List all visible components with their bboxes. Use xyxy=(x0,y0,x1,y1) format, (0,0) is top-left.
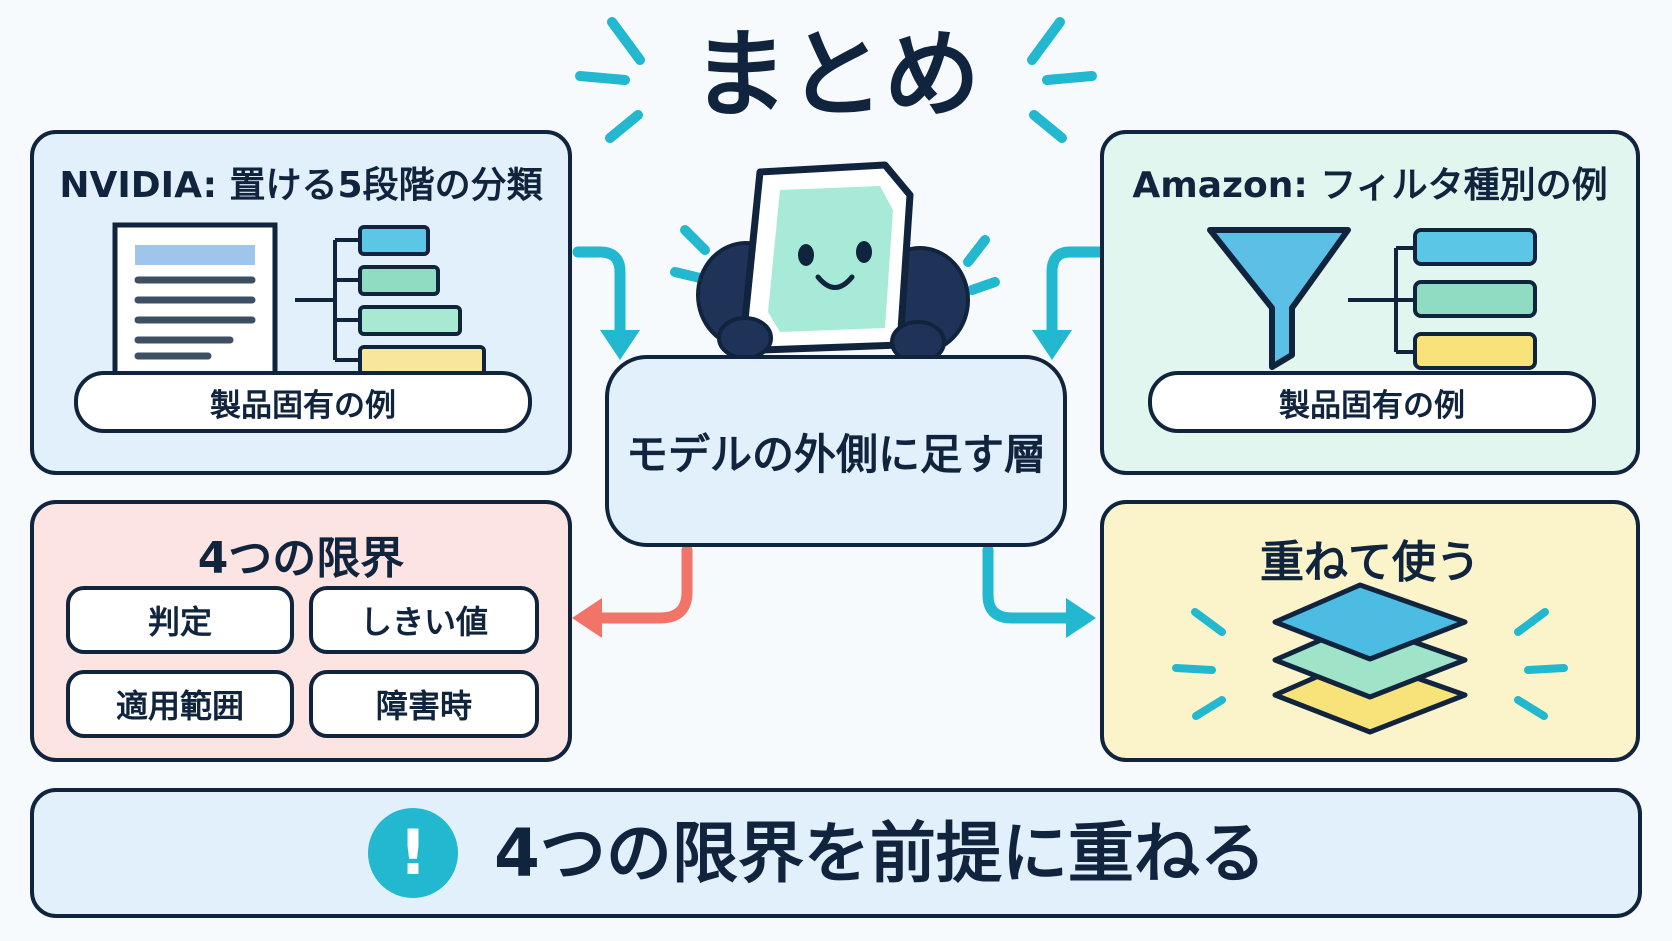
center-layer-box: モデルの外側に足す層 xyxy=(605,355,1067,547)
limits-panel: 4つの限界 判定 しきい値 適用範囲 障害時 xyxy=(30,500,572,762)
limit-item-failure: 障害時 xyxy=(309,670,539,738)
page-title: まとめ xyxy=(692,19,980,131)
stack-panel: 重ねて使う xyxy=(1100,500,1640,762)
amazon-panel: Amazon: フィルタ種別の例 製品固有の例 xyxy=(1100,130,1640,475)
amazon-example-pill: 製品固有の例 xyxy=(1148,371,1596,433)
amazon-panel-title: Amazon: フィルタ種別の例 xyxy=(1132,165,1608,206)
arrow-center-to-stack xyxy=(982,544,1074,624)
limit-item-judgement: 判定 xyxy=(66,586,294,654)
stack-panel-title: 重ねて使う xyxy=(1260,537,1480,588)
summary-banner-text: 4つの限界を前提に重ねる xyxy=(494,815,1266,892)
filter-icon xyxy=(1207,227,1537,370)
arrow-nvidia-to-center xyxy=(572,246,626,336)
nvidia-example-pill: 製品固有の例 xyxy=(74,371,532,433)
exclamation-icon: ! xyxy=(368,808,458,898)
stacked-layers-icon xyxy=(1172,582,1568,735)
arrow-center-to-limits xyxy=(594,544,693,624)
title-burst-lines xyxy=(575,17,1097,295)
limit-item-threshold: しきい値 xyxy=(309,586,539,654)
limit-item-scope: 適用範囲 xyxy=(66,670,294,738)
arrow-amazon-to-center xyxy=(1046,246,1106,336)
nvidia-panel: NVIDIA: 置ける5段階の分類 製品固有の例 xyxy=(30,130,572,475)
document-hierarchy-icon xyxy=(112,222,486,378)
limits-panel-title: 4つの限界 xyxy=(197,533,405,584)
center-layer-label: モデルの外側に足す層 xyxy=(625,429,1046,479)
nvidia-panel-title: NVIDIA: 置ける5段階の分類 xyxy=(59,165,543,206)
summary-banner: ! 4つの限界を前提に重ねる xyxy=(30,788,1642,918)
